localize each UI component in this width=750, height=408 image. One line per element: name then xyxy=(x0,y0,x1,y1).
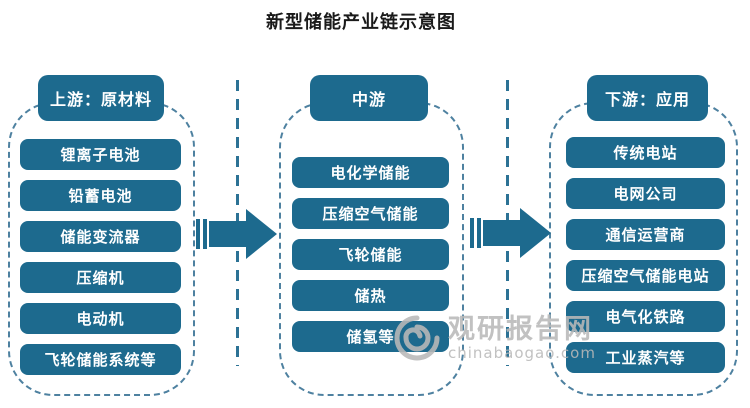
chain-item: 传统电站 xyxy=(566,137,725,168)
chain-item: 压缩机 xyxy=(20,262,181,293)
chain-item: 飞轮储能 xyxy=(292,239,449,270)
chain-item: 锂离子电池 xyxy=(20,139,181,170)
chain-item: 压缩空气储能 xyxy=(292,198,449,229)
chain-item: 电气化铁路 xyxy=(566,301,725,332)
upstream-header: 上游：原材料 xyxy=(38,75,164,121)
chain-item: 压缩空气储能电站 xyxy=(566,260,725,291)
downstream-header: 下游：应用 xyxy=(587,75,708,121)
watermark-domain: chinabaogao.com xyxy=(448,343,596,362)
chain-item: 电网公司 xyxy=(566,178,725,209)
chain-item: 通信运营商 xyxy=(566,219,725,250)
watermark-text: 观研报告网 chinabaogao.com xyxy=(448,316,596,361)
midstream-items: 电化学储能压缩空气储能飞轮储能储热储氢等 xyxy=(292,157,449,352)
chain-item: 储热 xyxy=(292,280,449,311)
watermark-swirl-logo-icon xyxy=(394,315,440,361)
chain-item: 工业蒸汽等 xyxy=(566,342,725,373)
watermark-brand: 观研报告网 xyxy=(448,313,593,345)
chain-item: 电动机 xyxy=(20,303,181,334)
midstream-header: 中游 xyxy=(310,75,428,121)
chain-item: 电化学储能 xyxy=(292,157,449,188)
diagram-title: 新型储能产业链示意图 xyxy=(266,12,456,33)
chain-item: 铅蓄电池 xyxy=(20,180,181,211)
chain-item: 储能变流器 xyxy=(20,221,181,252)
flow-arrow-right-icon xyxy=(196,209,277,259)
upstream-items: 锂离子电池铅蓄电池储能变流器压缩机电动机飞轮储能系统等 xyxy=(20,139,181,375)
watermark: 观研报告网 chinabaogao.com xyxy=(391,312,596,364)
downstream-items: 传统电站电网公司通信运营商压缩空气储能电站电气化铁路工业蒸汽等 xyxy=(566,137,725,373)
chain-item: 飞轮储能系统等 xyxy=(20,344,181,375)
flow-arrow-right-icon xyxy=(470,208,551,258)
